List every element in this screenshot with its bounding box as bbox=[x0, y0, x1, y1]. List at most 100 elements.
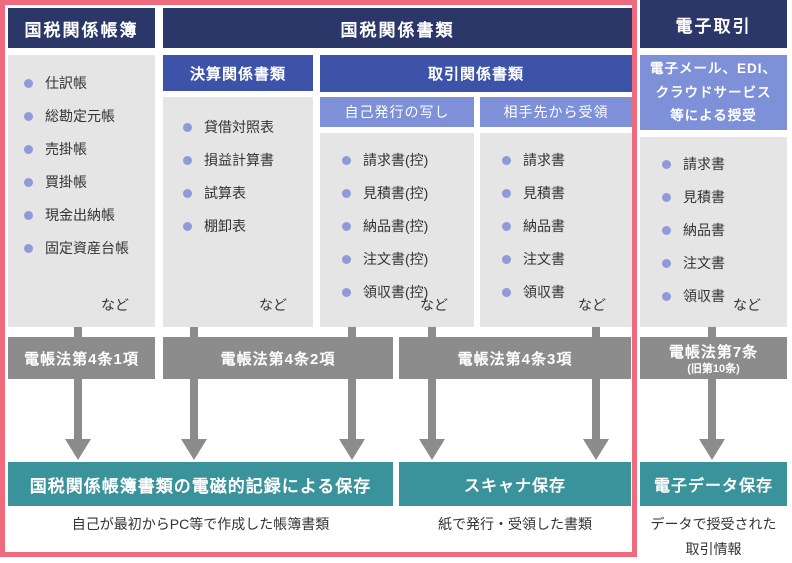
storage-bar-electronic-data: 電子データ保存 bbox=[640, 462, 787, 506]
law-bar-article7-sublabel: (旧第10条) bbox=[687, 363, 740, 375]
electronic-list-box: 請求書 見積書 納品書 注文書 領収書 など bbox=[640, 137, 787, 327]
bullet-icon bbox=[24, 178, 33, 187]
bullet-icon bbox=[183, 156, 192, 165]
bullet-icon bbox=[183, 222, 192, 231]
bullet-icon bbox=[662, 160, 671, 169]
list-item: 現金出納帳 bbox=[24, 205, 155, 226]
header-electronic-transactions-label: 電子取引 bbox=[675, 16, 752, 36]
settlement-list-box: 貸借対照表 損益計算書 試算表 棚卸表 など bbox=[163, 97, 313, 327]
list-item: 仕訳帳 bbox=[24, 73, 155, 94]
list-item: 試算表 bbox=[183, 183, 313, 204]
list-item-label: 売掛帳 bbox=[45, 141, 87, 157]
list-item: 見積書 bbox=[502, 183, 632, 204]
bullet-icon bbox=[342, 255, 351, 264]
header-settlement-documents-label: 決算関係書類 bbox=[189, 65, 286, 83]
bullet-icon bbox=[183, 189, 192, 198]
caption-electronic-data-line1: データで授受された bbox=[650, 516, 777, 532]
header-transaction-documents: 取引関係書類 bbox=[320, 55, 632, 92]
list-item: 買掛帳 bbox=[24, 172, 155, 193]
list-item: 納品書(控) bbox=[342, 216, 474, 237]
down-arrow bbox=[181, 327, 207, 460]
list-item: 注文書 bbox=[662, 253, 787, 274]
list-item: 納品書 bbox=[662, 220, 787, 241]
bullet-icon bbox=[662, 259, 671, 268]
law-bar-article4-3: 電帳法第4条3項 bbox=[399, 337, 631, 379]
bullet-icon bbox=[342, 222, 351, 231]
list-item-label: 固定資産台帳 bbox=[45, 240, 129, 256]
law-bar-article4-1: 電帳法第4条1項 bbox=[8, 337, 155, 379]
caption-scanner: 紙で発行・受領した書類 bbox=[399, 512, 631, 536]
header-received-from-partners: 相手先から受領 bbox=[480, 97, 632, 127]
list-item: 総勘定元帳 bbox=[24, 106, 155, 127]
list-item-label: 注文書 bbox=[523, 251, 565, 267]
header-received-from-partners-label: 相手先から受領 bbox=[503, 104, 609, 120]
header-self-issued-copies: 自己発行の写し bbox=[320, 97, 474, 127]
caption-scanner-label: 紙で発行・受領した書類 bbox=[438, 516, 592, 532]
list-item: 損益計算書 bbox=[183, 150, 313, 171]
bullet-icon bbox=[502, 156, 511, 165]
bullet-icon bbox=[342, 156, 351, 165]
list-item-label: 請求書 bbox=[683, 156, 725, 172]
bullet-icon bbox=[662, 226, 671, 235]
header-national-tax-documents-label: 国税関係書類 bbox=[340, 20, 455, 40]
list-item-label: 納品書 bbox=[523, 218, 565, 234]
down-arrow bbox=[699, 327, 725, 460]
list-item-label: 棚卸表 bbox=[204, 218, 246, 234]
bullet-icon bbox=[342, 189, 351, 198]
caption-electromagnetic: 自己が最初からPC等で作成した帳簿書類 bbox=[8, 512, 393, 536]
header-national-tax-books-label: 国税関係帳簿 bbox=[24, 20, 139, 40]
list-item-label: 領収書(控) bbox=[363, 284, 429, 300]
list-item-label: 納品書 bbox=[683, 222, 725, 238]
bullet-icon bbox=[502, 222, 511, 231]
law-bar-article4-1-label: 電帳法第4条1項 bbox=[24, 350, 139, 368]
list-item: 領収書 bbox=[502, 282, 632, 303]
list-item-label: 納品書(控) bbox=[363, 218, 429, 234]
bullet-icon bbox=[342, 288, 351, 297]
bullet-icon bbox=[24, 112, 33, 121]
list-item-label: 現金出納帳 bbox=[45, 207, 115, 223]
list-item-label: 注文書(控) bbox=[363, 251, 429, 267]
list-item-label: 注文書 bbox=[683, 255, 725, 271]
bullet-icon bbox=[24, 244, 33, 253]
down-arrow bbox=[583, 327, 609, 460]
list-item: 固定資産台帳 bbox=[24, 238, 155, 259]
list-item-label: 領収書 bbox=[523, 284, 565, 300]
list-item: 領収書(控) bbox=[342, 282, 474, 303]
header-email-edi-cloud-label: 電子メール、EDI、クラウドサービス等による授受 bbox=[650, 61, 778, 124]
header-self-issued-copies-label: 自己発行の写し bbox=[344, 104, 450, 120]
list-item-label: 見積書(控) bbox=[363, 185, 429, 201]
list-item: 請求書 bbox=[502, 150, 632, 171]
list-item: 売掛帳 bbox=[24, 139, 155, 160]
list-item: 棚卸表 bbox=[183, 216, 313, 237]
etc-label: など bbox=[420, 297, 448, 313]
bullet-icon bbox=[24, 145, 33, 154]
list-item: 見積書(控) bbox=[342, 183, 474, 204]
list-item-label: 損益計算書 bbox=[204, 152, 274, 168]
books-list-box: 仕訳帳 総勘定元帳 売掛帳 買掛帳 現金出納帳 固定資産台帳 など bbox=[8, 55, 155, 327]
list-item-label: 領収書 bbox=[683, 288, 725, 304]
bullet-icon bbox=[502, 255, 511, 264]
down-arrow bbox=[419, 327, 445, 460]
etc-label: など bbox=[259, 297, 287, 313]
header-settlement-documents: 決算関係書類 bbox=[163, 55, 313, 91]
header-national-tax-books: 国税関係帳簿 bbox=[8, 8, 155, 48]
bullet-icon bbox=[24, 79, 33, 88]
list-item-label: 貸借対照表 bbox=[204, 119, 274, 135]
etc-label: など bbox=[578, 297, 606, 313]
bullet-icon bbox=[662, 193, 671, 202]
law-bar-article4-2-label: 電帳法第4条2項 bbox=[220, 350, 336, 368]
list-item: 見積書 bbox=[662, 187, 787, 208]
list-item-label: 買掛帳 bbox=[45, 174, 87, 190]
storage-bar-scanner-label: スキャナ保存 bbox=[463, 478, 566, 495]
storage-bar-electromagnetic-label: 国税関係帳簿書類の電磁的記録による保存 bbox=[29, 476, 372, 496]
bullet-icon bbox=[24, 211, 33, 220]
list-item-label: 試算表 bbox=[204, 185, 246, 201]
self-issued-list-box: 請求書(控) 見積書(控) 納品書(控) 注文書(控) 領収書(控) など bbox=[320, 133, 474, 327]
bullet-icon bbox=[662, 292, 671, 301]
list-item-label: 総勘定元帳 bbox=[45, 108, 115, 124]
caption-electronic-data: データで授受された 取引情報 bbox=[640, 512, 787, 562]
list-item-label: 見積書 bbox=[683, 189, 725, 205]
header-electronic-transactions: 電子取引 bbox=[640, 0, 787, 48]
header-email-edi-cloud: 電子メール、EDI、クラウドサービス等による授受 bbox=[640, 55, 787, 130]
list-item-label: 仕訳帳 bbox=[45, 75, 87, 91]
